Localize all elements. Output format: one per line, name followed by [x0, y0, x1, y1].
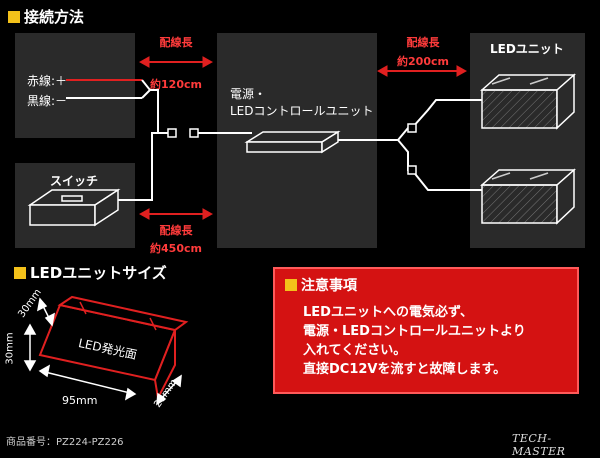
title-square-icon	[8, 11, 20, 23]
power-label-1: 電源・	[230, 87, 267, 101]
product-number: 商品番号：PZ224-PZ226	[6, 437, 124, 448]
led-unit-2	[480, 168, 576, 225]
size-square-icon	[14, 267, 26, 279]
notice-title: 注意事項	[285, 275, 357, 295]
notice-line: 直接DC12Vを流すと故障します。	[303, 362, 507, 377]
red-wire-label: 赤線:＋	[27, 74, 68, 88]
length-3-arrow	[138, 208, 214, 220]
length-3-value: 約450cm	[150, 242, 202, 255]
dimension-arrows	[23, 297, 182, 406]
notice-body: LEDユニットへの電気必ず、 電源・LEDコントロールユニットより 入れてくださ…	[303, 303, 526, 379]
notice-line: LEDユニットへの電気必ず、	[303, 305, 474, 320]
led-unit-1	[480, 73, 576, 130]
black-wire-label: 黒線:－	[27, 94, 68, 108]
led-unit-label: LEDユニット	[490, 42, 564, 56]
dim-side-label: 30mm	[4, 332, 16, 365]
notice-square-icon	[285, 279, 297, 291]
length-2-title: 配線長	[406, 36, 440, 49]
led-unit-size-box	[38, 295, 189, 402]
length-1-title: 配線長	[159, 36, 193, 49]
length-1-arrow	[138, 56, 214, 68]
dim-width-label: 95mm	[62, 394, 98, 407]
wire-panel	[15, 33, 135, 138]
switch-box	[27, 188, 121, 227]
wires	[66, 79, 482, 201]
notice-line: 入れてください。	[303, 343, 407, 358]
length-3-title: 配線長	[159, 224, 193, 237]
size-title: LEDユニットサイズ	[14, 262, 167, 283]
notice-line: 電源・LEDコントロールユニットより	[303, 324, 526, 339]
power-label-2: LEDコントロールユニット	[230, 104, 374, 118]
length-1-value: 約120cm	[150, 78, 202, 91]
switch-label: スイッチ	[50, 174, 99, 188]
brand-logo: TECH-MASTER	[512, 432, 566, 458]
connectors	[167, 123, 417, 175]
connection-title: 接続方法	[8, 6, 84, 27]
notice-box: 注意事項 LEDユニットへの電気必ず、 電源・LEDコントロールユニットより 入…	[273, 267, 579, 394]
length-2-arrow	[376, 65, 468, 77]
power-control-unit	[244, 130, 341, 154]
length-2-value: 約200cm	[397, 55, 449, 68]
